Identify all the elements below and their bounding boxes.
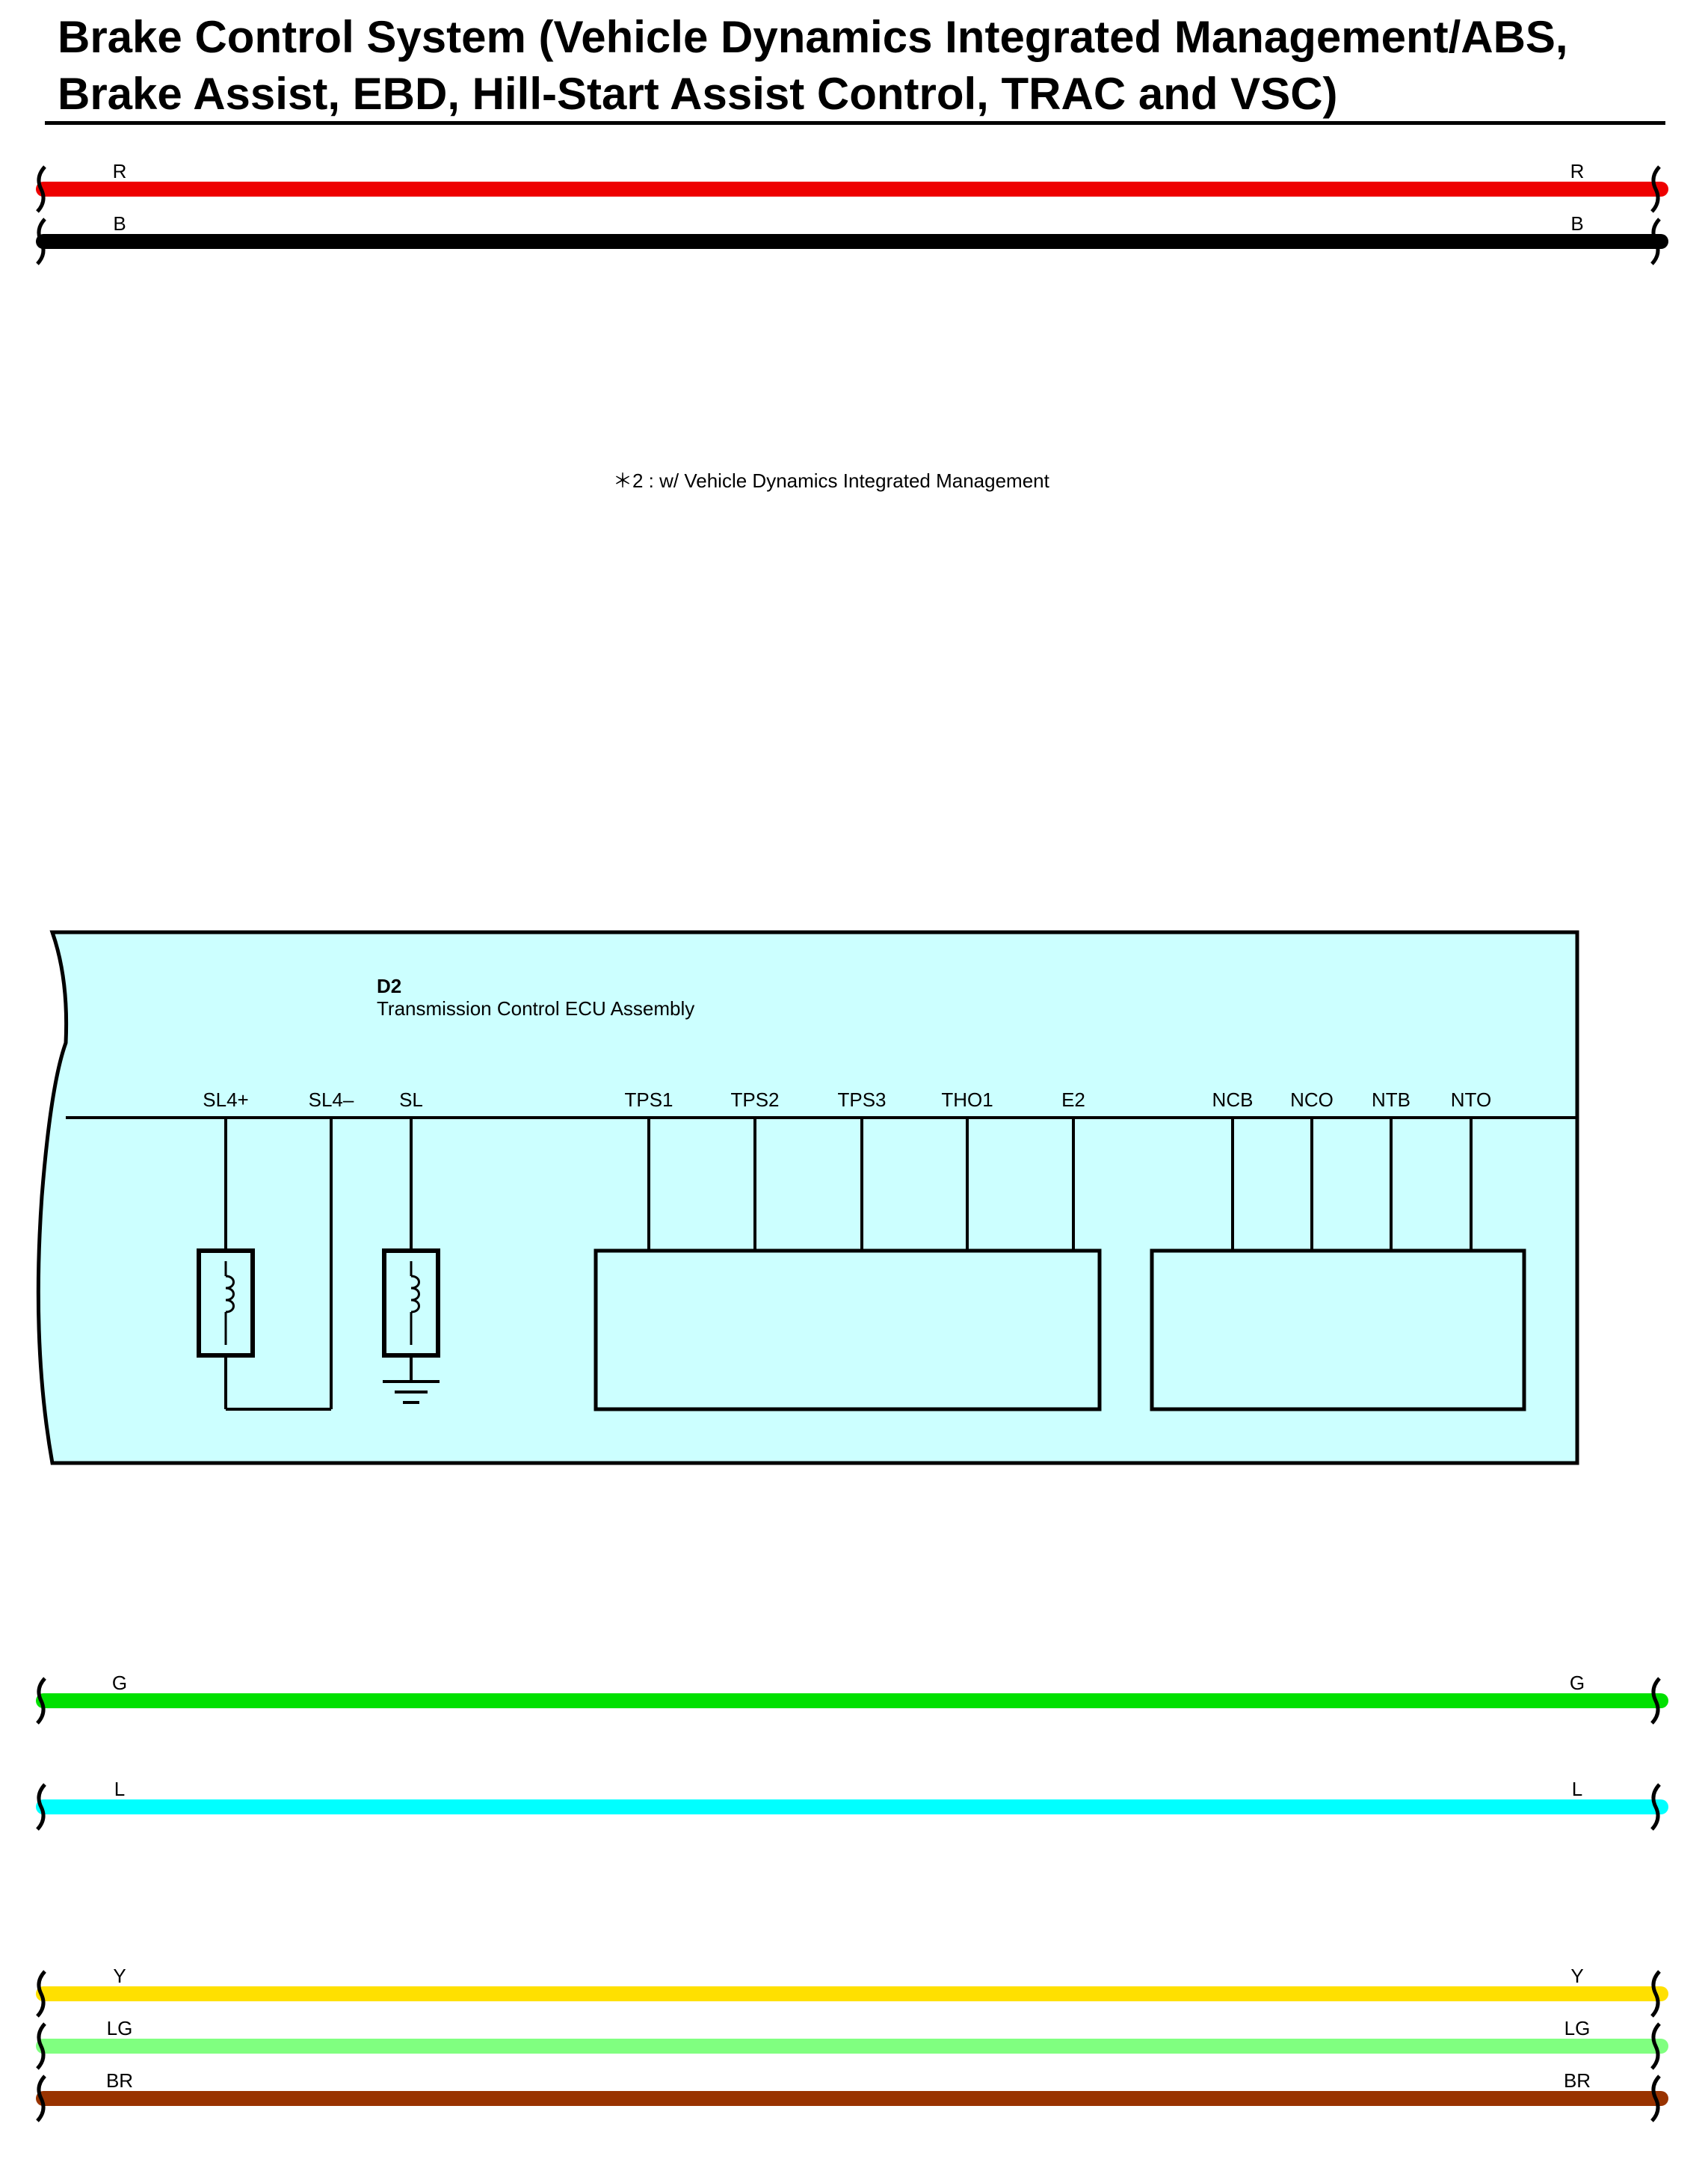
terminal-tho1-label: THO1	[941, 1088, 993, 1111]
wire-b: B B	[36, 212, 1668, 265]
wire-lg-left-label: LG	[107, 2017, 133, 2039]
terminal-e2-label: E2	[1061, 1088, 1085, 1111]
wire-l-right-label: L	[1572, 1778, 1582, 1800]
wire-r-right-break	[1650, 165, 1661, 213]
wire-br-left-break	[36, 2075, 46, 2122]
wire-br: BR BR	[36, 2069, 1668, 2122]
wire-b-right-break	[1650, 218, 1661, 265]
wire-lg: LG LG	[36, 2017, 1668, 2070]
wire-b-left-break	[36, 218, 46, 265]
page-title: Brake Control System (Vehicle Dynamics I…	[58, 9, 1665, 123]
terminal-ncb-label: NCB	[1212, 1088, 1254, 1111]
sl4-solenoid-circuit	[197, 1118, 333, 1411]
wire-br-right-label: BR	[1564, 2069, 1591, 2092]
title-line-2: Brake Assist, EBD, Hill-Start Assist Con…	[58, 69, 1338, 119]
wire-r: R R	[36, 160, 1668, 213]
wire-lg-right-break	[1650, 2022, 1661, 2070]
wire-l-left-break	[36, 1783, 46, 1831]
wire-l-left-label: L	[114, 1778, 125, 1800]
ground-icon	[383, 1380, 440, 1404]
wire-lg-left-break	[36, 2022, 46, 2070]
wire-l: L L	[36, 1778, 1668, 1831]
wire-r-left-label: R	[113, 160, 127, 182]
coil-icon	[225, 1275, 235, 1314]
terminal-sl-label: SL	[399, 1088, 423, 1111]
wire-b-right-label: B	[1570, 212, 1583, 235]
wire-br-right-break	[1650, 2075, 1661, 2122]
sensor-block-tps	[594, 1118, 1102, 1411]
terminal-nco-label: NCO	[1290, 1088, 1334, 1111]
ecu-d2-outline	[36, 930, 1579, 1465]
wire-l-right-break	[1650, 1783, 1661, 1831]
terminal-sl4-plus-label: SL4+	[203, 1088, 248, 1111]
terminal-ntb-label: NTB	[1372, 1088, 1411, 1111]
wire-br-left-label: BR	[106, 2069, 133, 2092]
ecu-d2-name: Transmission Control ECU Assembly	[377, 997, 694, 1020]
wire-r-right-label: R	[1570, 160, 1585, 182]
wire-y: Y Y	[36, 1965, 1668, 2018]
coil-icon	[410, 1275, 420, 1314]
wire-y-right-break	[1650, 1970, 1661, 2018]
terminal-tps3-label: TPS3	[837, 1088, 886, 1111]
wire-y-left-label: Y	[113, 1965, 126, 1987]
terminal-tps2-label: TPS2	[730, 1088, 779, 1111]
terminal-tps1-label: TPS1	[624, 1088, 673, 1111]
sensor-block-speed	[1150, 1118, 1526, 1411]
wire-y-right-label: Y	[1570, 1965, 1583, 1987]
terminal-sl4-minus-label: SL4–	[309, 1088, 354, 1111]
title-line-1: Brake Control System (Vehicle Dynamics I…	[58, 12, 1568, 62]
ecu-d2-code: D2	[377, 975, 401, 997]
footnote: ＊2 : w/ Vehicle Dynamics Integrated Mana…	[613, 469, 1050, 492]
wire-g-left-label: G	[112, 1672, 127, 1694]
wire-g: G G	[36, 1672, 1668, 1725]
wire-b-left-label: B	[113, 212, 126, 235]
wire-r-left-break	[36, 165, 46, 213]
title-divider	[45, 121, 1665, 125]
sl-solenoid-circuit	[382, 1118, 440, 1404]
wire-lg-right-label: LG	[1564, 2017, 1591, 2039]
wire-y-left-break	[36, 1970, 46, 2018]
wire-g-right-break	[1650, 1677, 1661, 1725]
ecu-d2: D2 Transmission Control ECU Assembly SL4…	[36, 930, 1579, 1465]
terminal-nto-label: NTO	[1451, 1088, 1491, 1111]
wire-g-right-label: G	[1570, 1672, 1585, 1694]
tps-block-box	[594, 1248, 1102, 1411]
speed-block-box	[1150, 1248, 1526, 1411]
wire-g-left-break	[36, 1677, 46, 1725]
